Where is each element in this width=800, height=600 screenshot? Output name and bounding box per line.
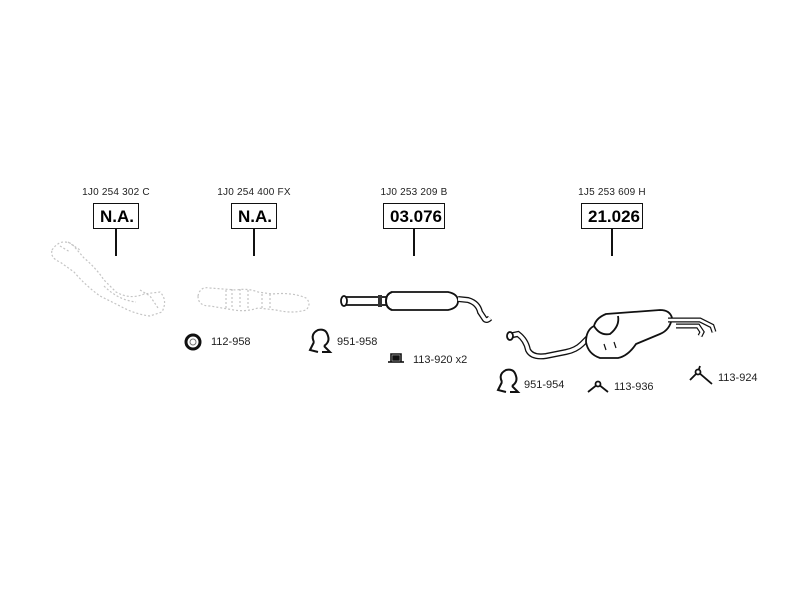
rubber-hanger-icon bbox=[587, 380, 609, 393]
part-number-hanger-2[interactable]: 113-924 bbox=[718, 372, 758, 384]
part-code-box-1[interactable]: N.A. bbox=[93, 203, 139, 229]
oem-number-4: 1J5 253 609 H bbox=[578, 187, 646, 198]
callout-stem-3 bbox=[413, 229, 415, 256]
mount-bracket-icon bbox=[388, 353, 404, 363]
rear-silencer-drawing bbox=[506, 309, 717, 360]
oem-number-2: 1J0 254 400 FX bbox=[217, 187, 291, 198]
part-code-box-3[interactable]: 03.076 bbox=[383, 203, 445, 229]
callout-stem-1 bbox=[115, 229, 117, 256]
part-number-clamp-2[interactable]: 951-954 bbox=[524, 379, 565, 391]
front-pipe-drawing bbox=[51, 241, 166, 317]
middle-silencer-drawing bbox=[340, 291, 493, 323]
part-code-box-2[interactable]: N.A. bbox=[231, 203, 277, 229]
clamp-icon bbox=[308, 328, 333, 353]
rubber-hanger-icon-2 bbox=[689, 365, 713, 385]
callout-stem-2 bbox=[253, 229, 255, 256]
part-number-gasket[interactable]: 112-958 bbox=[211, 336, 251, 348]
callout-stem-4 bbox=[611, 229, 613, 256]
oem-number-1: 1J0 254 302 C bbox=[82, 187, 150, 198]
part-number-clamp-1[interactable]: 951-958 bbox=[337, 336, 378, 348]
part-number-bracket[interactable]: 113-920 x2 bbox=[413, 354, 468, 366]
flex-pipe-drawing bbox=[197, 287, 310, 313]
clamp-icon-2 bbox=[496, 368, 521, 393]
gasket-ring-icon bbox=[184, 333, 202, 351]
part-code-box-4[interactable]: 21.026 bbox=[581, 203, 643, 229]
part-number-hanger-1[interactable]: 113-936 bbox=[614, 381, 654, 393]
oem-number-3: 1J0 253 209 B bbox=[380, 187, 448, 198]
